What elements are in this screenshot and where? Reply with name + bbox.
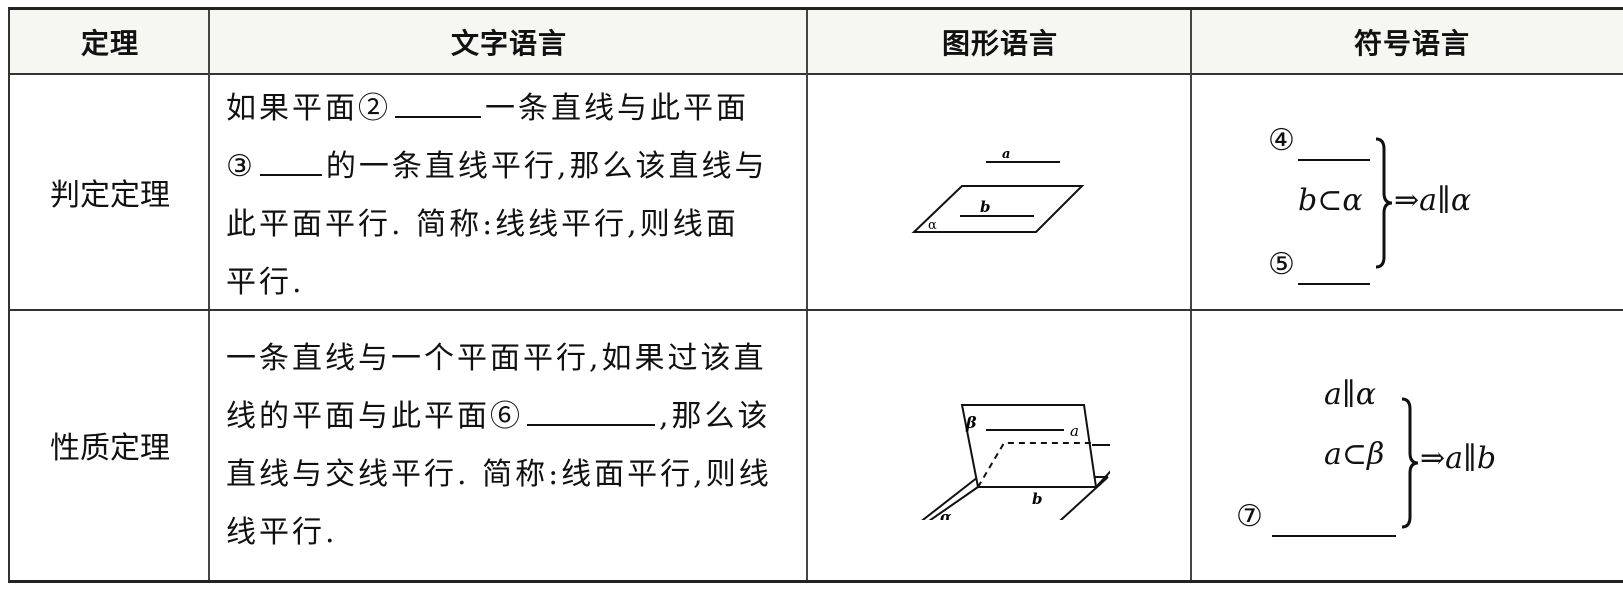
symbolic-language-criterion: ④ b⊂α ⑤ ⇒a∥α [1192, 75, 1623, 309]
text-segment: 一条直线与此平面 [485, 91, 749, 126]
fill-blank-7[interactable] [1272, 507, 1396, 537]
conclusion-a-parallel-b: ⇒a∥b [1420, 441, 1497, 476]
fill-blank-2[interactable] [395, 88, 481, 118]
symbolic-language-property: a∥α a⊂β ⑦ ⇒a∥b [1192, 311, 1623, 579]
column-divider [1190, 10, 1192, 580]
text-line: 此平面平行. 简称:线线平行,则线面 [226, 207, 739, 242]
text-segment: 线的平面与此平面⑥ [226, 399, 523, 434]
label-b: b [980, 198, 991, 216]
premise-marker-7: ⑦ [1236, 499, 1263, 534]
diagram-plane-intersection: β a b α [921, 404, 1110, 520]
right-brace-icon [1401, 397, 1419, 529]
premise-a-subset-beta: a⊂β [1324, 437, 1385, 472]
label-a: a [1002, 147, 1010, 162]
header-graphic-language: 图形语言 [941, 26, 1058, 60]
fill-blank-3[interactable] [259, 146, 322, 176]
premise-b-subset-alpha: b⊂α [1298, 183, 1363, 218]
text-line: 直线与交线平行. 简称:线面平行,则线 [226, 457, 772, 492]
label-alpha: α [928, 218, 937, 233]
fill-blank-5[interactable] [1298, 255, 1370, 285]
diagram-line-parallel-plane: a b α [911, 147, 1085, 233]
header-symbolic-language: 符号语言 [1353, 26, 1470, 60]
text-segment: ③ [226, 149, 256, 184]
theorem-table: 定理 文字语言 图形语言 符号语言 判定定理 如果平面② 一条直线与此平面 ③ 的一… [8, 7, 1623, 583]
label-b: b [1032, 490, 1043, 508]
text-language-property: 一条直线与一个平面平行,如果过该直 线的平面与此平面⑥ ,那么该 直线与交线平行.… [226, 330, 811, 562]
text-line: 平行. [226, 265, 305, 300]
column-divider [208, 10, 210, 580]
row-label-criterion-theorem: 判定定理 [50, 178, 170, 213]
text-line: ③ 的一条直线平行,那么该直线与 [226, 138, 811, 196]
header-theorem: 定理 [80, 26, 139, 60]
text-line: 线平行. [226, 515, 338, 550]
conclusion-a-parallel-alpha: ⇒a∥α [1394, 183, 1472, 218]
text-language-criterion: 如果平面② 一条直线与此平面 ③ 的一条直线平行,那么该直线与 此平面平行. 简称:… [226, 80, 811, 312]
premise-marker-5: ⑤ [1268, 247, 1295, 282]
text-segment: ,那么该 [659, 399, 771, 434]
header-text-language: 文字语言 [450, 26, 567, 60]
label-beta: β [965, 413, 977, 432]
text-line: 线的平面与此平面⑥ ,那么该 [226, 388, 811, 446]
table-header: 定理 文字语言 图形语言 符号语言 [10, 10, 1623, 75]
premise-a-parallel-alpha: a∥α [1324, 377, 1377, 412]
label-a: a [1070, 422, 1079, 440]
fill-blank-4[interactable] [1298, 131, 1370, 161]
text-line: 一条直线与一个平面平行,如果过该直 [226, 341, 767, 376]
label-alpha: α [940, 508, 952, 520]
text-segment: 的一条直线平行,那么该直线与 [325, 149, 768, 184]
right-brace-icon [1375, 137, 1393, 269]
fill-blank-6[interactable] [527, 396, 655, 426]
text-line: 如果平面② 一条直线与此平面 [226, 80, 811, 138]
premise-marker-4: ④ [1268, 123, 1295, 158]
row-divider [10, 309, 1623, 311]
column-divider [806, 10, 808, 580]
text-segment: 如果平面② [226, 91, 391, 126]
row-label-property-theorem: 性质定理 [50, 431, 170, 466]
